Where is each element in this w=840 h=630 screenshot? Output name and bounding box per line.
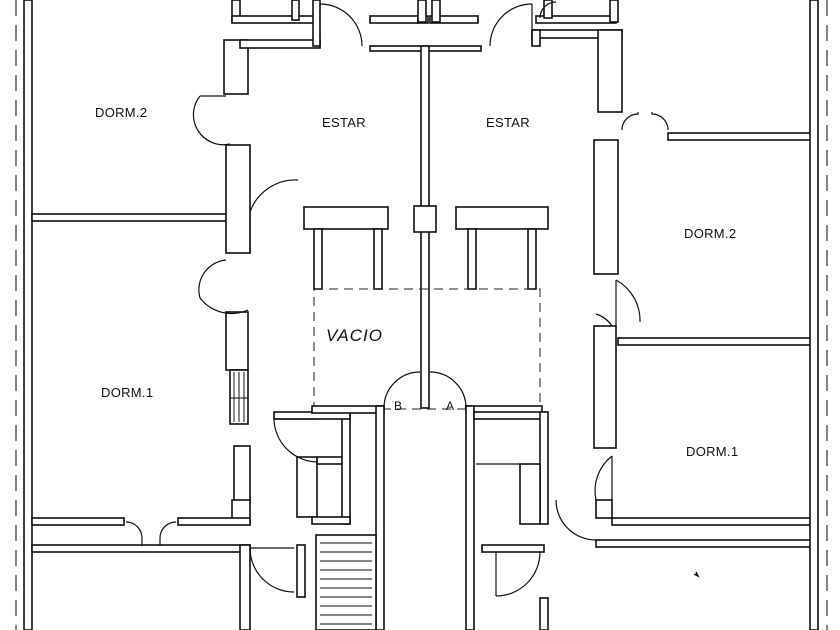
- wall-segment: [311, 405, 385, 414]
- wall-segment: [465, 405, 475, 630]
- room-label-dorm1-right: DORM.1: [686, 444, 738, 459]
- wall-segment: [233, 445, 251, 503]
- wall-segment: [291, 0, 300, 21]
- wall-segment: [473, 411, 547, 420]
- wall-segment: [313, 228, 323, 290]
- door-swings: [125, 1, 669, 597]
- wall-segment: [609, 0, 619, 23]
- wall-segment: [239, 544, 251, 630]
- wall-segment: [31, 517, 125, 526]
- wall-segment: [225, 144, 251, 254]
- wall-segment: [296, 456, 318, 518]
- wall-segment: [431, 0, 441, 23]
- room-label-estar-left: ESTAR: [322, 115, 366, 130]
- wall-segment: [667, 132, 813, 141]
- room-label-estar-right: ESTAR: [486, 115, 530, 130]
- wall-segment: [539, 597, 549, 630]
- wall-segment: [375, 405, 385, 630]
- stair-label-b: B: [394, 399, 402, 413]
- wall-segment: [341, 411, 351, 525]
- void-label: VACIO: [326, 326, 383, 345]
- room-label-dorm2-left: DORM.2: [95, 105, 147, 120]
- right-exterior-wall: [809, 0, 819, 630]
- wall-segment: [296, 544, 306, 598]
- wall-segment: [31, 213, 229, 222]
- wall-segment: [539, 411, 549, 525]
- wall-segment: [593, 139, 619, 275]
- wall-segment: [239, 39, 321, 49]
- wall-segment: [312, 0, 321, 47]
- wall-segment: [617, 337, 813, 346]
- staircase: [315, 534, 377, 630]
- left-exterior-wall: [23, 0, 33, 630]
- wall-segment: [231, 15, 319, 24]
- void-area: [313, 288, 541, 410]
- wall-segment: [595, 499, 613, 519]
- wall-segment: [31, 544, 251, 553]
- room-label-dorm2-right: DORM.2: [684, 226, 736, 241]
- balcony-right: [455, 206, 549, 230]
- stair-treads: [320, 542, 372, 625]
- balcony-left: [303, 206, 389, 230]
- column: [413, 205, 437, 233]
- wall-segment: [519, 463, 541, 525]
- wall-segment: [417, 0, 427, 23]
- wall-segment: [225, 311, 249, 371]
- wall-segment: [593, 325, 617, 449]
- wall-segment: [543, 0, 553, 19]
- mark: [693, 571, 700, 578]
- wall-segment: [527, 228, 537, 290]
- wall-segment: [597, 29, 623, 113]
- wall-segment: [223, 39, 249, 95]
- wall-segment: [429, 15, 479, 24]
- wall-segment: [481, 544, 545, 553]
- stair-label-a: A: [446, 399, 454, 413]
- wall-segment: [177, 517, 251, 526]
- wall-segment: [595, 539, 813, 548]
- wall-segment: [467, 228, 477, 290]
- wall-segment: [369, 15, 419, 24]
- wall-segment: [531, 29, 541, 47]
- wall-segment: [311, 516, 351, 525]
- room-label-dorm1-left: DORM.1: [101, 385, 153, 400]
- wall-segment: [373, 228, 383, 290]
- wall-segment: [611, 517, 813, 526]
